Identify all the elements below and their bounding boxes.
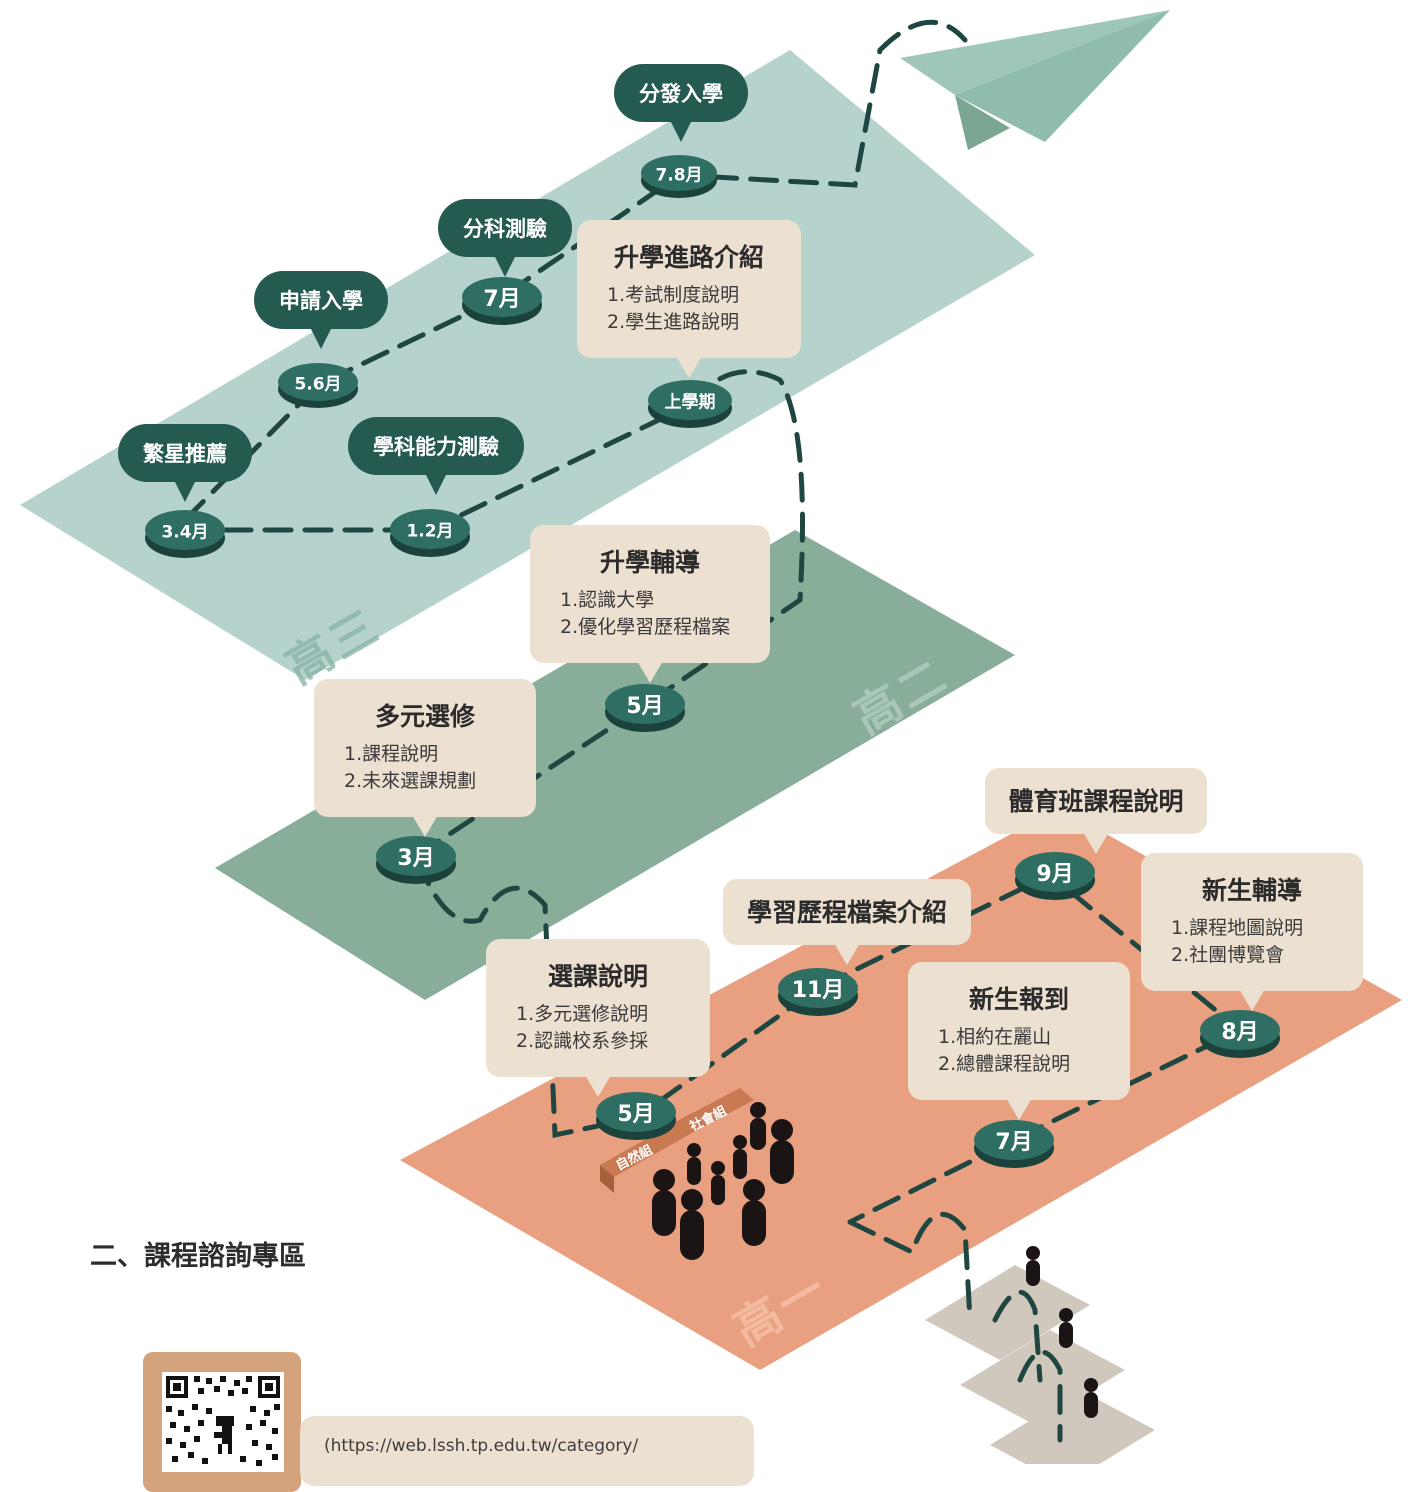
card-guidance-title: 升學輔導 <box>599 548 700 577</box>
node-disk-g3-7 <box>462 277 542 325</box>
node-disk-g3-34 <box>145 510 225 558</box>
card-elective: 多元選修 1.課程說明 2.未來選課規劃 <box>314 679 536 837</box>
node-disk-g1-5 <box>596 1092 676 1140</box>
node-disk-g3-sem <box>648 380 732 428</box>
card-freshman-guide-line2: 2.社團博覽會 <box>1171 944 1285 966</box>
card-path-intro-line2: 2.學生進路說明 <box>607 311 740 333</box>
node-g3-sem: 上學期 <box>664 392 716 413</box>
node-disk-g1-11 <box>778 968 858 1016</box>
card-course-select: 選課說明 1.多元選修說明 2.認識校系參採 <box>486 939 710 1097</box>
card-course-select-line1: 1.多元選修說明 <box>516 1003 649 1025</box>
node-disk-g2-3 <box>376 836 456 884</box>
card-portfolio-title: 學習歷程檔案介紹 <box>746 898 947 927</box>
node-disks <box>145 155 1280 1168</box>
node-disk-g1-9 <box>1015 852 1095 900</box>
card-path-intro-line1: 1.考試制度說明 <box>607 284 740 306</box>
node-g1-11: 11月 <box>791 978 845 1003</box>
node-g3-56: 5.6月 <box>294 374 342 395</box>
card-portfolio: 學習歷程檔案介紹 <box>723 879 971 965</box>
students-group <box>652 1102 1098 1418</box>
pin-fenfa-label: 分發入學 <box>639 82 723 106</box>
node-g3-12: 1.2月 <box>406 521 454 542</box>
card-freshman-report-line1: 1.相約在麗山 <box>938 1026 1052 1048</box>
pin-fenke-label: 分科測驗 <box>463 217 547 241</box>
card-elective-line2: 2.未來選課規劃 <box>344 770 477 792</box>
node-g1-8: 8月 <box>1221 1020 1259 1045</box>
step-platform <box>990 1390 1155 1464</box>
node-disk-g3-12 <box>390 509 470 557</box>
card-guidance: 升學輔導 1.認識大學 2.優化學習歷程檔案 <box>530 525 770 683</box>
pin-xueke-label: 學科能力測驗 <box>373 435 499 459</box>
course-tag-boxes <box>600 1088 754 1193</box>
url-text[interactable]: (https://web.lssh.tp.edu.tw/category/ <box>324 1436 639 1456</box>
section-title: 二、課程諮詢專區 <box>90 1241 306 1272</box>
qr-code-icon[interactable] <box>162 1372 284 1472</box>
pin-fenke: 分科測驗 <box>438 199 572 277</box>
node-g3-34: 3.4月 <box>161 522 209 543</box>
pin-fenfa: 分發入學 <box>614 64 748 142</box>
card-guidance-line1: 1.認識大學 <box>560 589 655 611</box>
card-elective-line1: 1.課程說明 <box>344 743 439 765</box>
node-disk-g1-7 <box>974 1120 1054 1168</box>
card-course-select-title: 選課說明 <box>547 962 648 991</box>
card-freshman-guide-line1: 1.課程地圖說明 <box>1171 917 1304 939</box>
pin-fanxing-label: 繁星推薦 <box>143 442 227 466</box>
url-box[interactable]: (https://web.lssh.tp.edu.tw/category/ <box>300 1416 754 1486</box>
node-g1-5: 5月 <box>617 1102 655 1127</box>
pin-shenqing-label: 申請入學 <box>279 289 363 313</box>
card-sports-title: 體育班課程說明 <box>1008 787 1184 816</box>
card-elective-title: 多元選修 <box>374 702 475 731</box>
card-path-intro: 升學進路介紹 1.考試制度說明 2.學生進路說明 <box>577 220 801 378</box>
card-freshman-report: 新生報到 1.相約在麗山 2.總體課程說明 <box>908 962 1130 1120</box>
card-guidance-line2: 2.優化學習歷程檔案 <box>560 616 731 638</box>
pin-fanxing: 繁星推薦 <box>118 424 252 502</box>
card-sports: 體育班課程說明 <box>985 768 1207 854</box>
node-disk-g3-56 <box>278 363 358 408</box>
node-g3-7: 7月 <box>483 287 521 312</box>
senior3-plane <box>20 50 1035 680</box>
card-freshman-guide: 新生輔導 1.課程地圖說明 2.社團博覽會 <box>1141 853 1363 1011</box>
step-platform <box>925 1265 1090 1360</box>
card-course-select-line2: 2.認識校系參採 <box>516 1030 649 1052</box>
card-path-intro-title: 升學進路介紹 <box>613 243 764 272</box>
card-freshman-report-line2: 2.總體課程說明 <box>938 1053 1071 1075</box>
card-freshman-report-title: 新生報到 <box>968 985 1069 1014</box>
node-g2-3: 3月 <box>397 846 435 871</box>
node-g3-78: 7.8月 <box>655 165 703 186</box>
node-disk-g2-5 <box>605 684 685 732</box>
node-g1-9: 9月 <box>1036 862 1074 887</box>
step-platform <box>960 1330 1125 1425</box>
node-g2-5: 5月 <box>626 694 664 719</box>
pin-xueke: 學科能力測驗 <box>348 417 524 495</box>
node-disk-g3-78 <box>641 155 717 198</box>
node-disk-g1-8 <box>1200 1010 1280 1058</box>
node-g1-7: 7月 <box>995 1130 1033 1155</box>
pin-shenqing: 申請入學 <box>254 271 388 349</box>
paper-airplane-icon <box>900 10 1170 150</box>
card-freshman-guide-title: 新生輔導 <box>1201 876 1302 905</box>
